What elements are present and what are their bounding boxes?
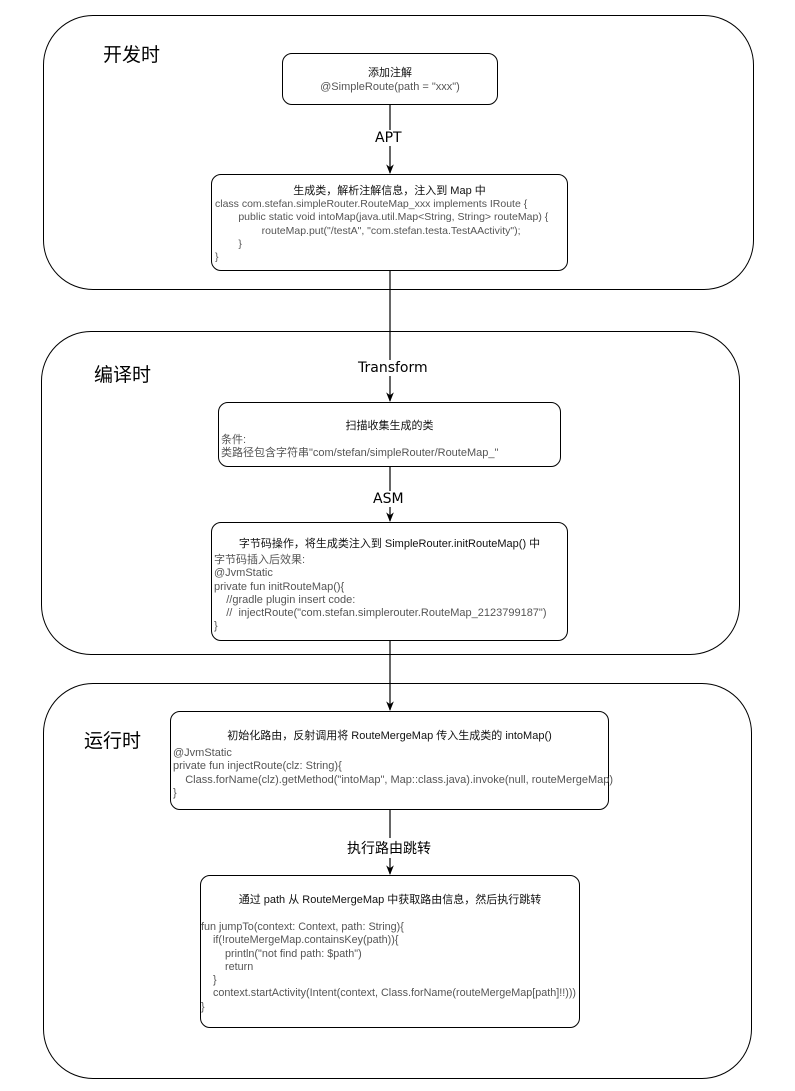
box-init-route: 初始化路由，反射调用将 RouteMergeMap 传入生成类的 intoMap… — [170, 711, 613, 810]
edge-label-apt: APT — [373, 130, 404, 146]
edge-label-execute: 执行路由跳转 — [345, 838, 433, 858]
box-scan-classes: 扫描收集生成的类 条件: 类路径包含字符串"com/stefan/simpleR… — [218, 402, 561, 467]
edge-label-transform: Transform — [356, 360, 430, 376]
box-add-annotation: 添加注解 @SimpleRoute(path = "xxx") — [282, 53, 498, 105]
box-generate-class: 生成类，解析注解信息，注入到 Map 中 class com.stefan.si… — [211, 174, 568, 271]
edge-label-asm: ASM — [371, 491, 406, 507]
phase-dev-title: 开发时 — [103, 44, 161, 66]
box-init-route-code: @JvmStatic private fun injectRoute(clz: … — [173, 747, 614, 799]
box-scan-classes-code: 条件: 类路径包含字符串"com/stefan/simpleRouter/Rou… — [221, 434, 499, 460]
box-bytecode-inject-code: 字节码插入后效果: @JvmStatic private fun initRou… — [214, 554, 547, 633]
box-jump: 通过 path 从 RouteMergeMap 中获取路由信息，然后执行跳转 f… — [200, 875, 580, 1028]
box-bytecode-inject: 字节码操作，将生成类注入到 SimpleRouter.initRouteMap(… — [211, 522, 568, 641]
phase-compile-title: 编译时 — [94, 364, 152, 386]
phase-runtime-title: 运行时 — [84, 730, 142, 752]
box-add-annotation-title: 添加注解 — [368, 67, 412, 79]
box-init-route-title: 初始化路由，反射调用将 RouteMergeMap 传入生成类的 intoMap… — [227, 730, 552, 742]
box-generate-class-code: class com.stefan.simpleRouter.RouteMap_x… — [215, 198, 549, 264]
box-jump-title: 通过 path 从 RouteMergeMap 中获取路由信息，然后执行跳转 — [238, 894, 542, 906]
box-add-annotation-code: @SimpleRoute(path = "xxx") — [320, 81, 460, 93]
phase-runtime: 运行时 — [43, 683, 752, 1079]
box-bytecode-inject-title: 字节码操作，将生成类注入到 SimpleRouter.initRouteMap(… — [238, 538, 541, 550]
phase-dev: 开发时 — [43, 15, 754, 290]
box-scan-classes-title: 扫描收集生成的类 — [345, 420, 434, 432]
box-jump-code: fun jumpTo(context: Context, path: Strin… — [201, 921, 577, 1013]
box-generate-class-title: 生成类，解析注解信息，注入到 Map 中 — [293, 185, 486, 197]
